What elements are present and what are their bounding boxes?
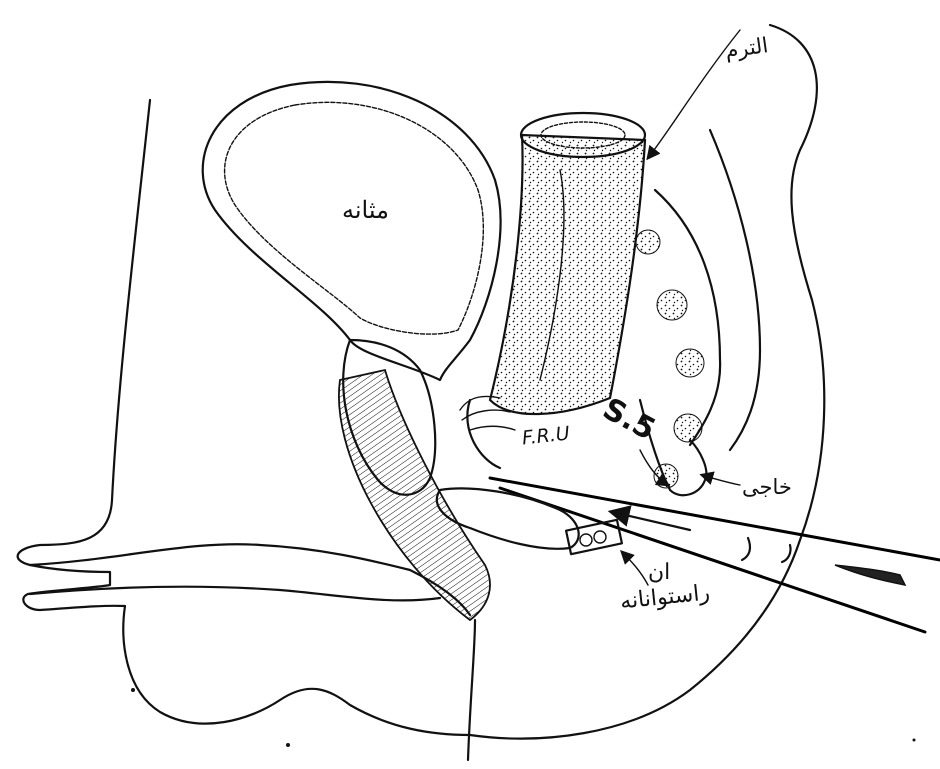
bladder-label: مثانه — [342, 196, 389, 224]
forceps-jaw-upper — [490, 478, 940, 560]
clip-loop — [594, 531, 606, 543]
forceps-jaw-lower — [500, 488, 925, 632]
direction-arrow — [612, 512, 690, 530]
mesorectum-fold-2 — [710, 130, 760, 450]
forceps-hinge — [742, 538, 750, 560]
ligament-label: ان — [648, 560, 670, 585]
forceps-handle — [835, 565, 905, 585]
perineum-line-lower — [30, 587, 440, 601]
urethra-line — [468, 620, 475, 760]
rectum — [490, 135, 645, 414]
nerve-cluster — [636, 230, 660, 254]
khaji-label: خاجی — [742, 475, 792, 499]
nerve-cluster — [674, 414, 702, 442]
forceps-hinge-2 — [782, 545, 791, 562]
nerve-cluster — [676, 349, 704, 377]
ligament-leader-arrow — [622, 552, 648, 585]
marker-dot — [131, 688, 135, 692]
khaji-leader-arrow — [702, 475, 740, 485]
marker-dot — [286, 743, 290, 747]
marker-dot — [913, 739, 916, 742]
clip-loop — [580, 534, 592, 546]
nerve-cluster — [657, 290, 687, 320]
